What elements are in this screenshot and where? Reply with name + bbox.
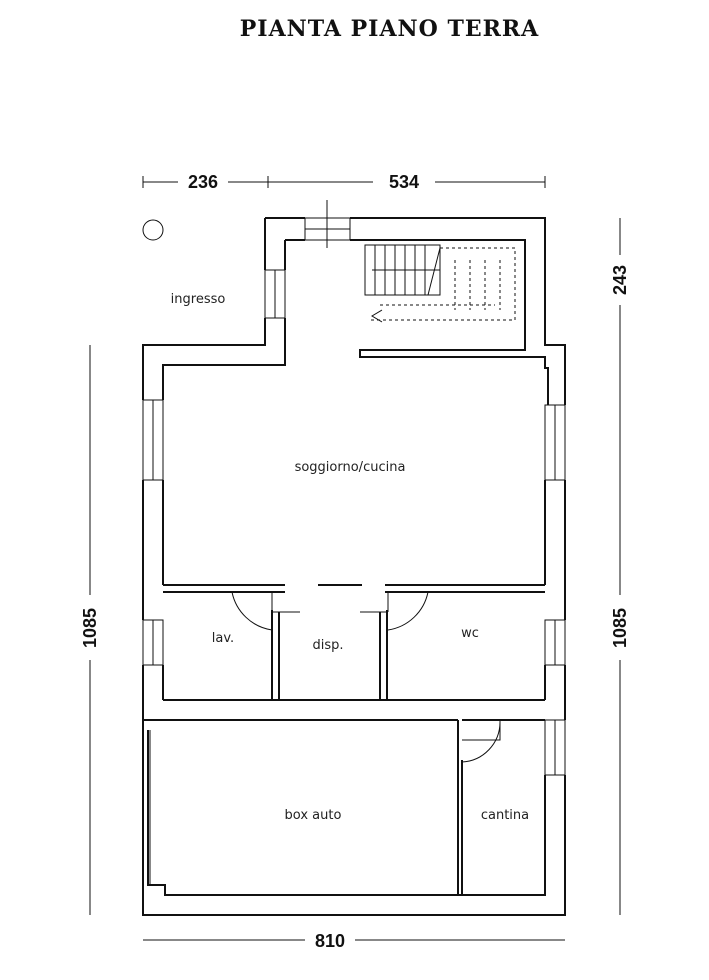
dim-left: 1085 — [80, 608, 100, 648]
staircase — [364, 244, 516, 323]
room-disp: disp. — [312, 638, 343, 653]
dim-right-top: 243 — [610, 265, 630, 295]
room-cantina: cantina — [481, 808, 529, 823]
dimension-lines — [89, 176, 621, 941]
dim-right: 1085 — [610, 608, 630, 648]
room-lav: lav. — [212, 631, 234, 646]
room-soggiorno: soggiorno/cucina — [295, 460, 406, 475]
room-box: box auto — [285, 808, 342, 823]
north-marker-icon — [142, 219, 164, 241]
dim-bottom: 810 — [315, 931, 345, 951]
windows — [142, 200, 566, 885]
partitions — [163, 584, 545, 763]
plan-title: PIANTA PIANO TERRA — [239, 16, 540, 42]
dim-top-right: 534 — [389, 172, 419, 192]
outer-walls — [142, 217, 566, 916]
room-ingresso: ingresso — [171, 292, 226, 307]
dim-top-left: 236 — [188, 172, 218, 192]
room-wc: wc — [461, 626, 479, 641]
